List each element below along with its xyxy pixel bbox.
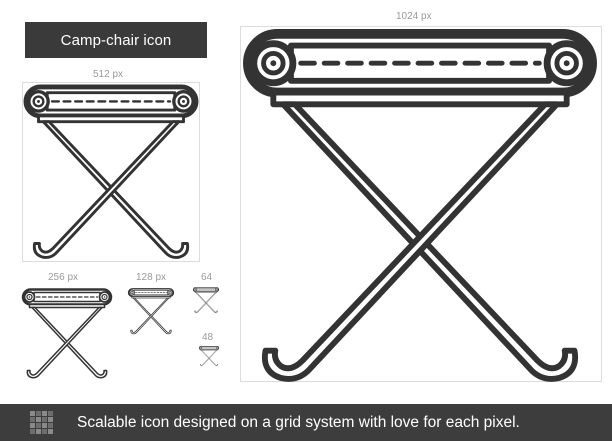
frame-line-512-left [22, 82, 23, 262]
title-text: Camp-chair icon [60, 31, 172, 49]
frame-line-top [240, 26, 602, 27]
footer-text: Scalable icon designed on a grid system … [77, 414, 520, 431]
size-label-48: 48 [202, 332, 214, 343]
frame-line-512-right [199, 82, 200, 262]
frame-line-left [240, 26, 241, 382]
footer-bar: Scalable icon designed on a grid system … [0, 404, 612, 441]
size-label-1024: 1024 px [396, 11, 432, 22]
frame-line-512-top [22, 82, 200, 83]
camp-chair-icon-48 [198, 346, 220, 367]
camp-chair-icon-512 [24, 84, 198, 258]
size-label-128: 128 px [136, 272, 167, 283]
frame-line-512-bottom [22, 261, 200, 262]
size-label-256: 256 px [48, 272, 79, 283]
camp-chair-icon-64 [192, 287, 220, 314]
frame-line-right [601, 26, 602, 382]
page-title: Camp-chair icon [25, 22, 207, 58]
grid-icon [30, 411, 53, 434]
frame-line-bottom [240, 381, 602, 382]
camp-chair-icon-128 [127, 288, 175, 335]
camp-chair-icon-1024 [244, 28, 596, 380]
size-label-64: 64 [201, 272, 213, 283]
camp-chair-icon-256 [21, 288, 113, 379]
size-label-512: 512 px [93, 69, 124, 80]
